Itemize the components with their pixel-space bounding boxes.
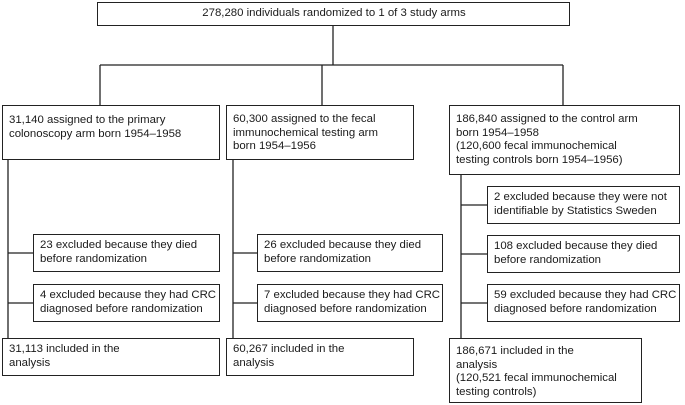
fit-excluded-died-text-1: 26 excluded because they died <box>264 239 422 251</box>
colonoscopy-excluded-died-box: 23 excluded because they died before ran… <box>33 234 220 272</box>
control-excluded-unidentifiable-box: 2 excluded because they were not identif… <box>487 186 680 224</box>
fit-arm-box: 60,300 assigned to the fecal immunochemi… <box>226 105 414 160</box>
control-arm-text-1: 186,840 assigned to the control arm <box>456 113 638 125</box>
control-arm-box: 186,840 assigned to the control arm born… <box>449 105 680 175</box>
control-included-text-2: analysis <box>456 358 498 371</box>
fit-arm-text-3: born 1954–1956 <box>233 140 316 153</box>
control-arm-text-2: born 1954–1958 <box>456 126 539 139</box>
control-included-text-4: testing controls) <box>456 385 537 398</box>
control-excluded-unidentifiable-text-2: identifiable by Statistics Sweden <box>494 204 657 217</box>
colonoscopy-excluded-crc-text-2: diagnosed before randomization <box>40 302 203 315</box>
control-included-box: 186,671 included in the analysis (120,52… <box>449 338 642 403</box>
control-excluded-died-text-1: 108 excluded because they died <box>494 240 658 252</box>
control-arm-text-3: (120,600 fecal immunochemical <box>456 140 617 153</box>
fit-excluded-died-box: 26 excluded because they died before ran… <box>257 234 443 272</box>
fit-included-text-2: analysis <box>233 356 275 369</box>
fit-arm-text-1: 60,300 assigned to the fecal <box>233 113 376 125</box>
control-excluded-crc-text-1: 59 excluded because they had CRC <box>494 289 677 301</box>
control-included-text-3: (120,521 fecal immunochemical <box>456 372 617 385</box>
colonoscopy-arm-text-1: 31,140 assigned to the primary <box>9 114 166 126</box>
fit-excluded-crc-text-2: diagnosed before randomization <box>264 302 427 315</box>
colonoscopy-arm-text-2: colonoscopy arm born 1954–1958 <box>9 127 182 140</box>
fit-included-box: 60,267 included in the analysis <box>226 338 414 376</box>
control-excluded-crc-box: 59 excluded because they had CRC diagnos… <box>487 284 680 322</box>
colonoscopy-excluded-died-text-1: 23 excluded because they died <box>40 239 198 251</box>
colonoscopy-excluded-crc-text-1: 4 excluded because they had CRC <box>40 289 217 301</box>
control-excluded-crc-text-2: diagnosed before randomization <box>494 302 657 315</box>
control-excluded-died-box: 108 excluded because they died before ra… <box>487 235 680 273</box>
fit-included-text-1: 60,267 included in the <box>233 343 345 355</box>
control-included-text-1: 186,671 included in the <box>456 345 574 357</box>
fit-arm-text-2: immunochemical testing arm <box>233 126 378 139</box>
colonoscopy-included-box: 31,113 included in the analysis <box>2 338 220 376</box>
control-arm-text-4: testing controls born 1954–1956) <box>456 153 623 166</box>
colonoscopy-included-text-2: analysis <box>9 356 51 369</box>
fit-excluded-died-text-2: before randomization <box>264 252 372 265</box>
colonoscopy-excluded-died-text-2: before randomization <box>40 252 148 265</box>
colonoscopy-arm-box: 31,140 assigned to the primary colonosco… <box>2 105 220 160</box>
fit-excluded-crc-text-1: 7 excluded because they had CRC <box>264 289 441 301</box>
control-excluded-died-text-2: before randomization <box>494 253 602 266</box>
colonoscopy-excluded-crc-box: 4 excluded because they had CRC diagnose… <box>33 284 220 322</box>
randomized-box: 278,280 individuals randomized to 1 of 3… <box>97 2 570 26</box>
control-excluded-unidentifiable-text-1: 2 excluded because they were not <box>494 191 667 203</box>
fit-excluded-crc-box: 7 excluded because they had CRC diagnose… <box>257 284 443 322</box>
colonoscopy-included-text-1: 31,113 included in the <box>9 343 120 355</box>
randomized-text: 278,280 individuals randomized to 1 of 3… <box>202 7 466 19</box>
